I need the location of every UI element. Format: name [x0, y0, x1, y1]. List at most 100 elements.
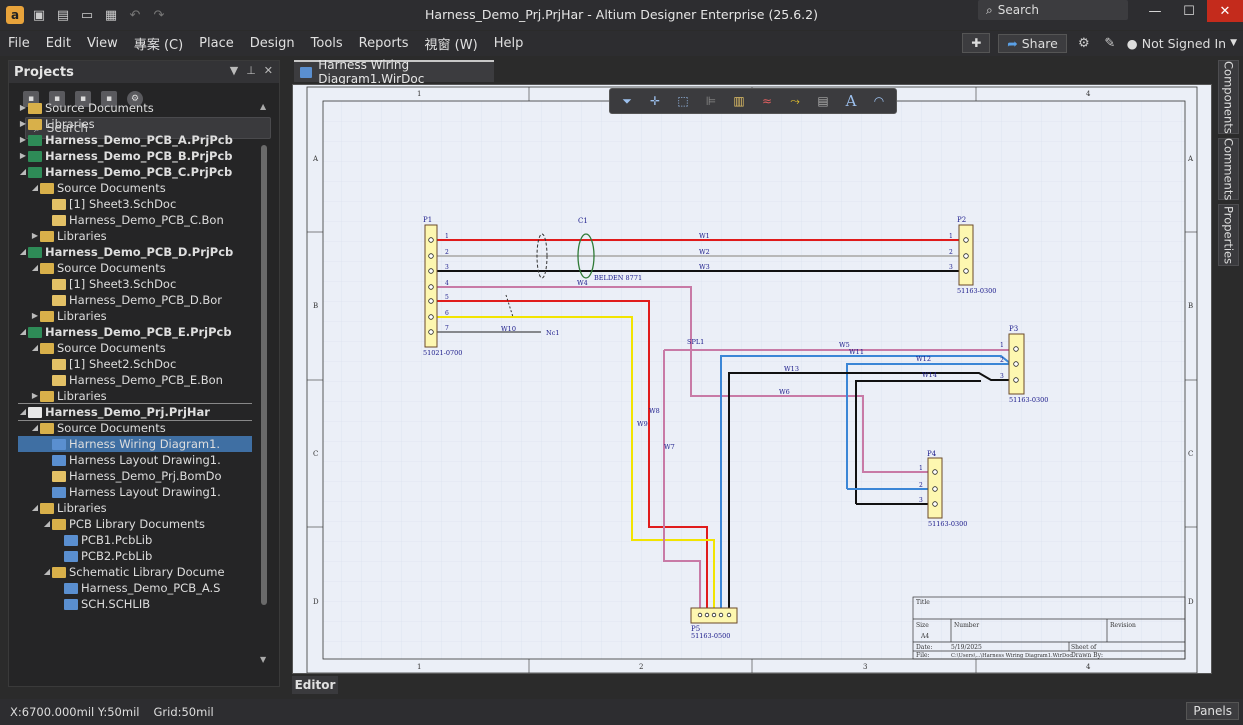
crosshair-icon[interactable]: ✛: [649, 94, 661, 108]
tree-item[interactable]: ◢PCB Library Documents: [18, 516, 252, 532]
menu-item[interactable]: 視窗 (W): [424, 38, 478, 53]
cable-shield-marker[interactable]: [536, 233, 548, 279]
maximize-button[interactable]: ☐: [1183, 3, 1195, 19]
user-account-menu[interactable]: ●Not Signed In▼: [1126, 35, 1237, 51]
project-options-icon[interactable]: ▪: [75, 91, 91, 107]
properties-panel-tab[interactable]: Properties: [1218, 204, 1239, 266]
open-icon[interactable]: ▭: [80, 7, 94, 23]
expand-closed-icon[interactable]: ▶: [19, 151, 27, 160]
connector-p1[interactable]: P1 51021-0700 1 2 3 4 5 6 7: [423, 216, 462, 357]
tree-item[interactable]: Harness Wiring Diagram1.: [18, 436, 252, 452]
settings-gear-icon[interactable]: ⚙: [127, 91, 143, 107]
redo-icon[interactable]: ↷: [153, 7, 165, 23]
tree-item[interactable]: Harness_Demo_PCB_C.Bon: [18, 212, 252, 228]
wiring-diagram-editor[interactable]: 1 4 1 2 3 4 A B C D A B C D: [292, 84, 1212, 674]
pin-icon[interactable]: ⊥: [246, 64, 256, 77]
connector-p4[interactable]: P4 51163-0300 1 2 3: [919, 450, 967, 528]
panel-dropdown-icon[interactable]: ▼: [229, 64, 239, 77]
expand-open-icon[interactable]: ◢: [19, 327, 27, 336]
expand-closed-icon[interactable]: ▶: [19, 135, 27, 144]
menu-item[interactable]: Tools: [310, 36, 343, 51]
expand-open-icon[interactable]: ◢: [19, 407, 27, 416]
wire-w12[interactable]: [720, 355, 1012, 608]
tree-item[interactable]: ▶Libraries: [18, 228, 252, 244]
expand-closed-icon[interactable]: ▶: [31, 311, 39, 320]
tree-item[interactable]: ▶Libraries: [18, 308, 252, 324]
scroll-up-icon[interactable]: ▲: [260, 102, 267, 111]
menu-item[interactable]: View: [86, 36, 118, 51]
panel-close-icon[interactable]: ✕: [263, 64, 273, 77]
tree-item[interactable]: ◢Harness_Demo_PCB_E.PrjPcb: [18, 324, 252, 340]
wire-w14[interactable]: [728, 372, 1011, 608]
wire-place-icon[interactable]: ≈: [761, 94, 773, 108]
tree-item[interactable]: [1] Sheet3.SchDoc: [18, 196, 252, 212]
tree-item[interactable]: Harness_Demo_PCB_A.S: [18, 580, 252, 596]
tree-item[interactable]: ◢Source Documents: [18, 260, 252, 276]
connector-p3[interactable]: P3 51163-0300 1 2 3: [1000, 325, 1048, 404]
tree-item[interactable]: [1] Sheet2.SchDoc: [18, 356, 252, 372]
wire-w7[interactable]: [663, 350, 701, 608]
expand-open-icon[interactable]: ◢: [31, 423, 39, 432]
notifications-off-icon[interactable]: ✎: [1104, 35, 1116, 51]
tree-item[interactable]: ▶Harness_Demo_PCB_A.PrjPcb: [18, 132, 252, 148]
tree-item[interactable]: ▶Libraries: [18, 116, 252, 132]
align-icon[interactable]: ⊫: [705, 94, 717, 108]
cable-c1-marker[interactable]: [577, 233, 595, 279]
menu-item[interactable]: 專案 (C): [133, 38, 184, 53]
project-tree-scrollbar[interactable]: ▲ ▼: [260, 100, 268, 667]
tree-item[interactable]: ▶Libraries: [18, 388, 252, 404]
tree-item[interactable]: ◢Source Documents: [18, 420, 252, 436]
expand-closed-icon[interactable]: ▶: [19, 119, 27, 128]
compile-icon[interactable]: ▪: [49, 91, 65, 107]
expand-open-icon[interactable]: ◢: [31, 503, 39, 512]
panels-button[interactable]: Panels: [1186, 702, 1239, 720]
share-button[interactable]: ➦Share: [998, 33, 1067, 53]
tree-item[interactable]: ◢Source Documents: [18, 340, 252, 356]
wire-w13[interactable]: [855, 380, 981, 504]
tree-item[interactable]: Harness_Demo_Prj.BomDo: [18, 468, 252, 484]
close-button[interactable]: ✕: [1207, 0, 1243, 22]
tree-item[interactable]: ▶Source Documents: [18, 100, 252, 116]
tree-item[interactable]: ◢Harness_Demo_PCB_C.PrjPcb: [18, 164, 252, 180]
expand-open-icon[interactable]: ◢: [31, 183, 39, 192]
expand-closed-icon[interactable]: ▶: [31, 231, 39, 240]
menu-item[interactable]: Design: [249, 36, 295, 51]
open-project-icon[interactable]: ▦: [104, 7, 118, 23]
minimize-button[interactable]: —: [1148, 3, 1162, 19]
tree-item[interactable]: Harness_Demo_PCB_E.Bon: [18, 372, 252, 388]
cable-place-icon[interactable]: ▤: [817, 94, 829, 108]
comments-panel-tab[interactable]: Comments: [1218, 138, 1239, 200]
wire-w6[interactable]: [433, 286, 933, 473]
expand-open-icon[interactable]: ◢: [43, 519, 51, 528]
undo-icon[interactable]: ↶: [129, 7, 141, 23]
tree-item[interactable]: Harness_Demo_PCB_D.Bor: [18, 292, 252, 308]
arc-place-icon[interactable]: ◠: [873, 94, 885, 108]
menu-item[interactable]: Reports: [358, 36, 409, 51]
menu-item[interactable]: Place: [199, 36, 234, 51]
wire-w9[interactable]: [433, 316, 715, 608]
menu-item[interactable]: Help: [493, 36, 524, 51]
save-icon[interactable]: ▣: [32, 7, 46, 23]
menu-item[interactable]: File: [8, 36, 30, 51]
scroll-thumb[interactable]: [261, 145, 267, 605]
comment-add-icon[interactable]: ✚: [962, 33, 991, 53]
document-options-icon[interactable]: ▪: [101, 91, 117, 107]
tree-item[interactable]: ◢Schematic Library Docume: [18, 564, 252, 580]
scroll-down-icon[interactable]: ▼: [260, 655, 267, 664]
tree-item[interactable]: [1] Sheet3.SchDoc: [18, 276, 252, 292]
splice-place-icon[interactable]: ⤳: [790, 93, 800, 108]
connector-p5[interactable]: P5 51163-0500: [690, 607, 738, 640]
expand-open-icon[interactable]: ◢: [19, 247, 27, 256]
expand-open-icon[interactable]: ◢: [43, 567, 51, 576]
tree-item[interactable]: ◢Libraries: [18, 500, 252, 516]
wiring-diagram-canvas[interactable]: 1 4 1 2 3 4 A B C D A B C D: [293, 85, 1212, 674]
altium-logo-icon[interactable]: a: [6, 6, 24, 24]
text-place-icon[interactable]: A: [845, 92, 857, 110]
components-panel-tab[interactable]: Components: [1218, 60, 1239, 134]
tree-item[interactable]: SCH.SCHLIB: [18, 596, 252, 612]
connector-p2[interactable]: P2 51163-0300 1 2 3: [949, 216, 996, 295]
panel-search-input[interactable]: ⌕ Search: [25, 117, 271, 139]
tree-item[interactable]: PCB2.PcbLib: [18, 548, 252, 564]
tree-item[interactable]: ◢Harness_Demo_Prj.PrjHar: [18, 403, 252, 421]
wire-w8[interactable]: [433, 300, 708, 608]
